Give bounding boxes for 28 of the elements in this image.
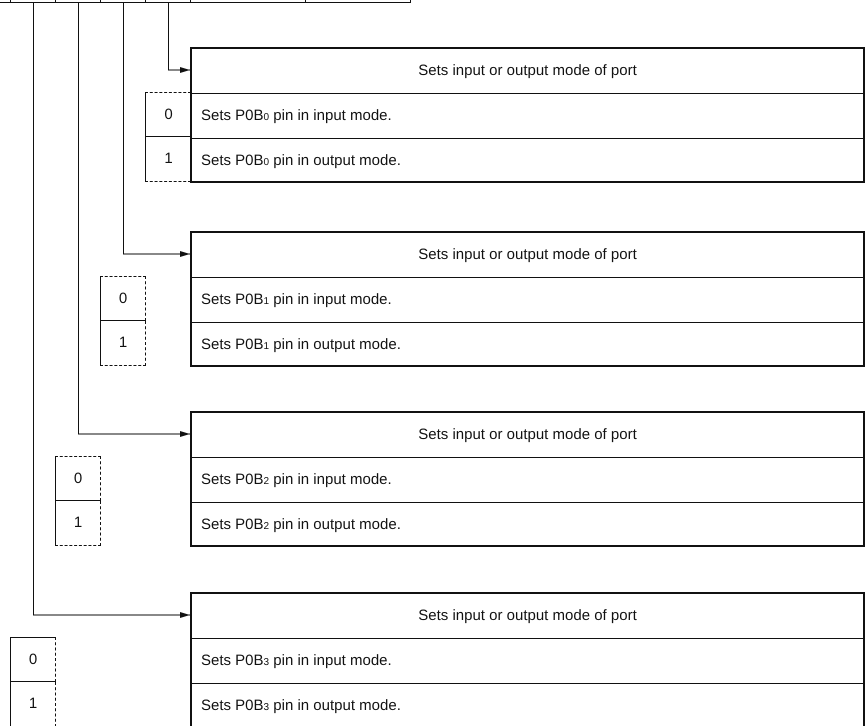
bit-value: 0: [164, 106, 173, 123]
bit-value-cell: [55, 456, 101, 501]
bit-value-cell: [10, 682, 56, 726]
arrow: [33, 2, 190, 618]
table-heading: Sets input or output mode of port: [418, 62, 637, 79]
description-table: [190, 47, 865, 183]
description-table: [190, 592, 865, 726]
bit-value: 0: [118, 290, 128, 307]
bit-value-cell: [55, 501, 101, 546]
bit-value-cell: [10, 637, 56, 682]
arrow: [168, 2, 190, 73]
table-heading: Sets input or output mode of port: [418, 246, 637, 263]
bit-value: 1: [118, 334, 128, 351]
table-heading: Sets input or output mode of port: [418, 426, 637, 443]
bit-value: 1: [74, 514, 82, 531]
bit-value-cell: [145, 137, 191, 182]
description-table: [190, 411, 865, 547]
bit-value: 1: [164, 150, 173, 167]
bit-value-cell: [145, 92, 191, 137]
bit-value-cell: [100, 276, 146, 321]
description-table: [190, 231, 865, 367]
bit-value: 0: [28, 651, 38, 668]
arrow: [123, 2, 190, 257]
bit-value-cell: [100, 321, 146, 366]
arrow: [78, 2, 190, 437]
bit-value: 1: [28, 695, 38, 712]
table-heading: Sets input or output mode of port: [418, 607, 637, 624]
bit-value: 0: [74, 470, 82, 487]
